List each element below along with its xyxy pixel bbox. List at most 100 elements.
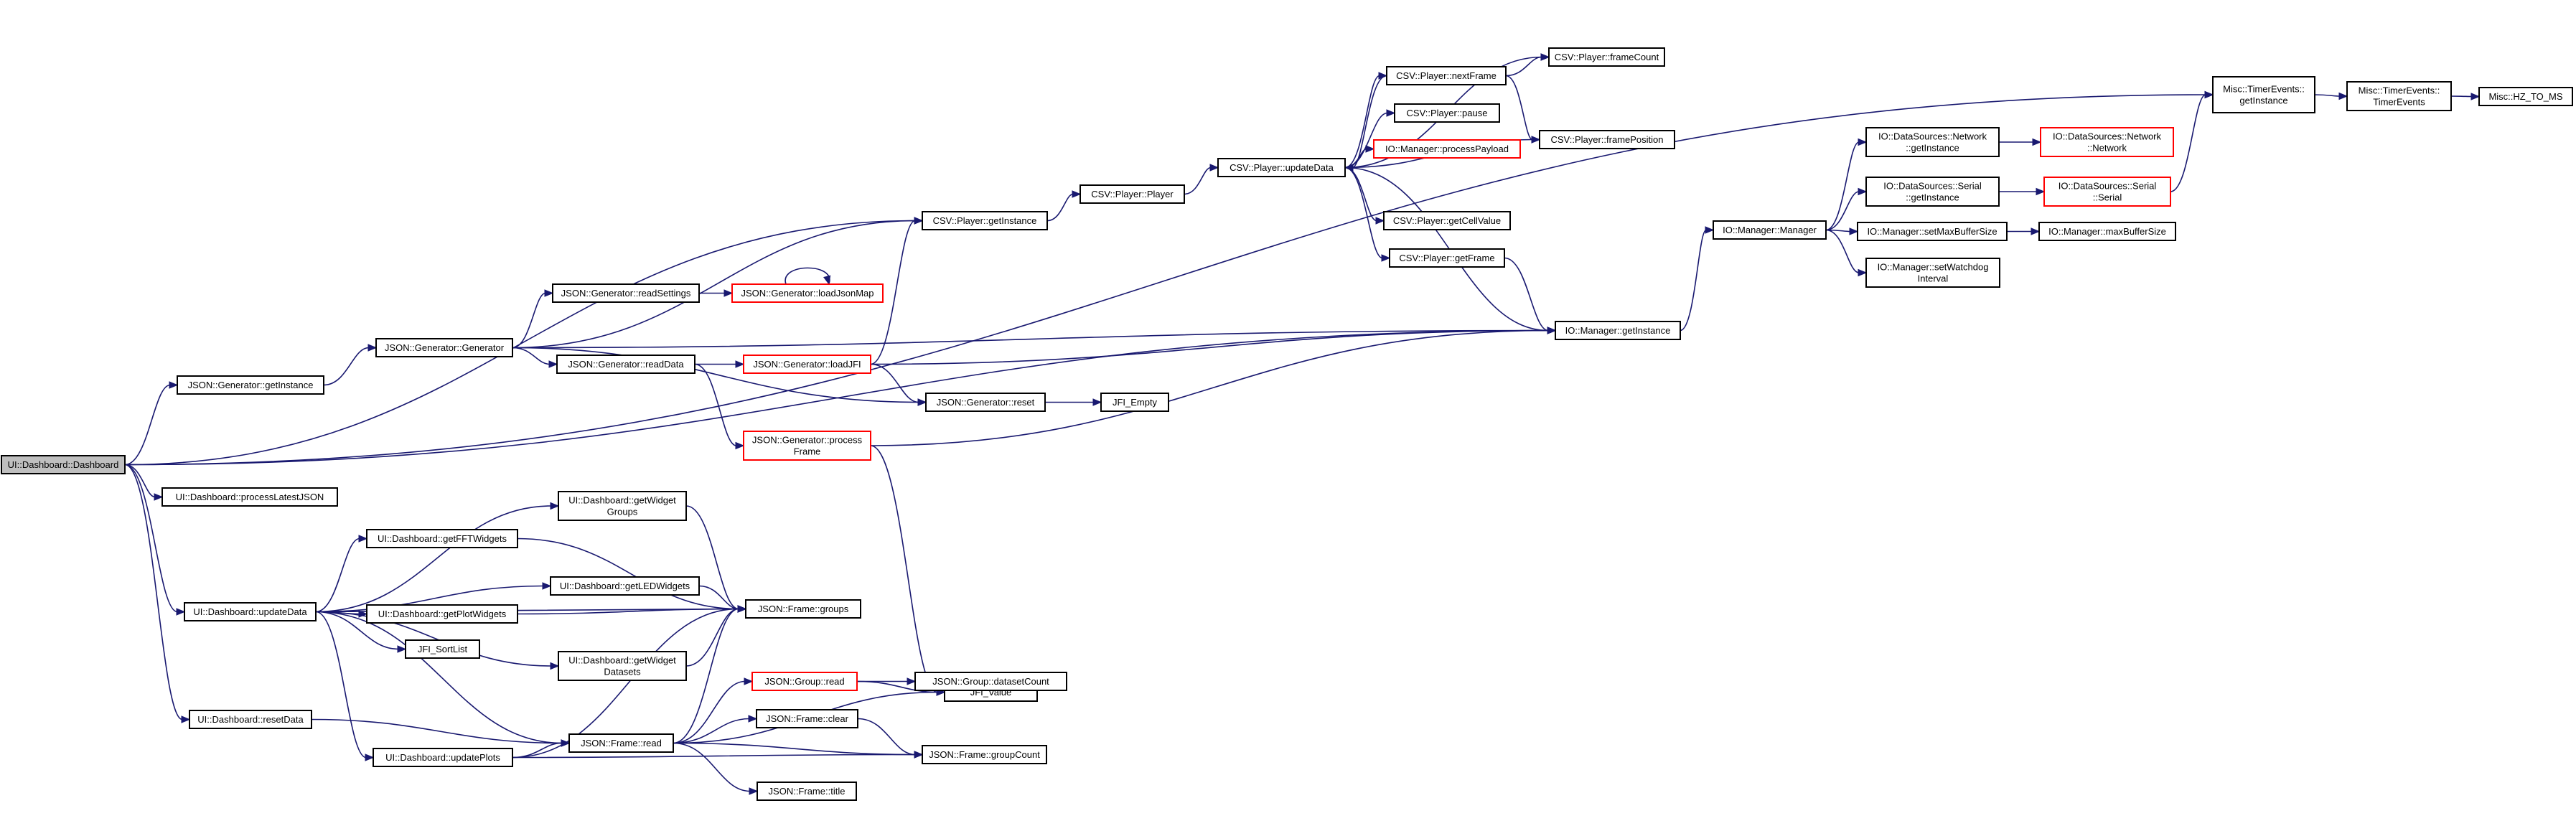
node-box [743,431,871,461]
edge-line [1046,193,1074,222]
node-csv-update[interactable]: CSV::Player::updateData [1217,158,1346,177]
node-ds-ser[interactable]: IO::DataSources::Serial::Serial [2043,177,2171,207]
node-group-read[interactable]: JSON::Group::read [751,672,858,691]
node-ds-net-getInst[interactable]: IO::DataSources::Network::getInstance [1865,127,2000,157]
edge-arrow [914,217,924,225]
edge-frame-read-to-group-read [673,677,754,744]
node-frame-title[interactable]: JSON::Frame::title [757,782,857,801]
edge-jgen-gen-to-readData [512,347,558,368]
edge-line [315,611,367,759]
node-box [925,393,1046,412]
edge-line [1344,75,1380,169]
edge-arrow [1092,398,1102,406]
node-label: CSV::Player::nextFrame [1396,70,1497,81]
node-ds-ser-getInst[interactable]: IO::DataSources::Serial::getInstance [1865,177,2000,207]
node-loadJFI[interactable]: JSON::Generator::loadJFI [743,355,871,374]
edge-arrow [2036,187,2046,196]
node-csv-getFrame[interactable]: CSV::Player::getFrame [1389,248,1505,268]
edge-csv-nextFrame-to-csv-framePos [1505,75,1541,144]
node-ds-net[interactable]: IO::DataSources::Network::Network [2040,127,2174,157]
node-box [1079,184,1185,204]
edge-line [512,754,916,759]
node-frame-clear[interactable]: JSON::Frame::clear [756,709,858,728]
edge-arrow [823,275,831,286]
node-box [1,455,126,474]
node-te-te[interactable]: Misc::TimerEvents::TimerEvents [2346,81,2452,111]
node-jgen-reset[interactable]: JSON::Generator::reset [925,393,1046,412]
node-box [568,733,674,753]
node-io-maxBuf[interactable]: IO::Manager::maxBufferSize [2038,222,2176,241]
node-label: JSON::Frame::groupCount [929,749,1040,760]
edge-arrow [550,662,560,670]
node-csv-pause[interactable]: CSV::Player::pause [1394,103,1500,123]
edge-line [311,718,563,744]
node-processLatest[interactable]: UI::Dashboard::processLatestJSON [161,487,338,507]
node-jgen-getInst[interactable]: JSON::Generator::getInstance [177,375,324,395]
node-hz-to-ms[interactable]: Misc::HZ_TO_MS [2478,87,2573,106]
edge-line [698,585,739,610]
node-csv-cellValue[interactable]: CSV::Player::getCellValue [1383,211,1511,230]
node-label: JSON::Group::read [764,676,844,687]
node-label: CSV::Player::pause [1407,108,1488,118]
edge-csv-update-to-csv-cellValue [1344,166,1385,225]
edge-updateData-to-getLED [315,582,552,613]
node-readData[interactable]: JSON::Generator::readData [556,355,695,374]
edge-arrow [154,493,164,501]
node-label: JSON::Frame::read [581,738,662,748]
edge-loadJsonMap-to-loadJsonMap [784,267,831,286]
node-box [1217,158,1346,177]
node-io-procPayload[interactable]: IO::Manager::processPayload [1373,139,1521,159]
edge-jgen-gen-to-readSettings [512,289,554,349]
node-getFFT[interactable]: UI::Dashboard::getFFTWidgets [366,529,518,548]
node-frame-groups[interactable]: JSON::Frame::groups [745,599,861,619]
node-io-manager[interactable]: IO::Manager::Manager [1713,220,1827,240]
node-getLED[interactable]: UI::Dashboard::getLEDWidgets [550,576,700,596]
node-csv-nextFrame[interactable]: CSV::Player::nextFrame [1386,66,1507,85]
node-label: CSV::Player::frameCount [1555,52,1659,62]
edge-line [870,329,1549,446]
node-label: UI::Dashboard::Dashboard [8,459,119,470]
node-label: IO::Manager::getInstance [1565,325,1671,336]
edge-line [124,94,2206,466]
node-updatePlots[interactable]: UI::Dashboard::updatePlots [373,748,513,767]
node-readSettings[interactable]: JSON::Generator::readSettings [552,283,700,303]
node-frame-read[interactable]: JSON::Frame::read [568,733,674,753]
edge-arrow [544,289,554,297]
node-loadJsonMap[interactable]: JSON::Generator::loadJsonMap [731,283,884,303]
node-jfi-empty[interactable]: JFI_Empty [1100,393,1169,412]
node-label: ::Serial [2093,192,2122,203]
edge-line [685,505,739,610]
node-group-dscount[interactable]: JSON::Group::datasetCount [914,672,1067,691]
edge-io-setMaxBuf-to-io-maxBuf [2007,227,2041,235]
node-csv-getInst[interactable]: CSV::Player::getInstance [922,211,1048,230]
node-io-getInst[interactable]: IO::Manager::getInstance [1555,321,1681,340]
edge-arrow [914,751,924,759]
edge-arrow [358,535,368,543]
edge-arrow [2204,90,2214,99]
node-io-setMaxBuf[interactable]: IO::Manager::setMaxBufferSize [1857,222,2008,241]
node-getPlot[interactable]: UI::Dashboard::getPlotWidgets [366,604,518,624]
node-resetData[interactable]: UI::Dashboard::resetData [189,710,312,729]
node-box [2212,76,2315,113]
node-jfi-sort[interactable]: JFI_SortList [405,639,480,659]
node-csv-framePos[interactable]: CSV::Player::framePosition [1539,130,1675,149]
edge-frame-read-to-frame-groups [673,605,747,744]
edge-dash-to-resetData [124,464,191,723]
edge-arrow [548,360,558,368]
node-label: JSON::Frame::title [769,786,846,797]
node-box [743,355,871,374]
node-label: UI::Dashboard::getFFTWidgets [378,533,507,544]
node-csv-player[interactable]: CSV::Player::Player [1079,184,1185,204]
edge-arrow [176,608,186,616]
node-csv-frameCount[interactable]: CSV::Player::frameCount [1548,47,1665,67]
node-te-getInst[interactable]: Misc::TimerEvents::getInstance [2212,76,2315,113]
node-jgen-gen[interactable]: JSON::Generator::Generator [375,338,513,357]
node-dash[interactable]: UI::Dashboard::Dashboard [1,455,126,474]
node-updateData[interactable]: UI::Dashboard::updateData [184,602,317,621]
edge-line [870,363,919,403]
node-frame-gcount[interactable]: JSON::Frame::groupCount [922,745,1047,764]
